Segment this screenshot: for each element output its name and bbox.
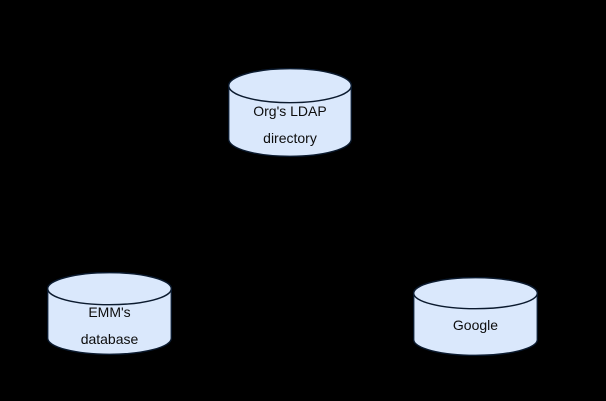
node-org-ldap-directory[interactable]: Org's LDAP directory bbox=[228, 68, 352, 157]
cylinder-top-ellipse bbox=[47, 272, 172, 306]
node-emm-database[interactable]: EMM's database bbox=[47, 272, 172, 355]
cylinder-shape bbox=[413, 277, 538, 356]
cylinder-shape bbox=[228, 68, 352, 157]
node-google[interactable]: Google bbox=[413, 277, 538, 356]
cylinder-top-ellipse bbox=[228, 68, 352, 104]
cylinder-top-ellipse bbox=[413, 277, 538, 310]
cylinder-shape bbox=[47, 272, 172, 355]
